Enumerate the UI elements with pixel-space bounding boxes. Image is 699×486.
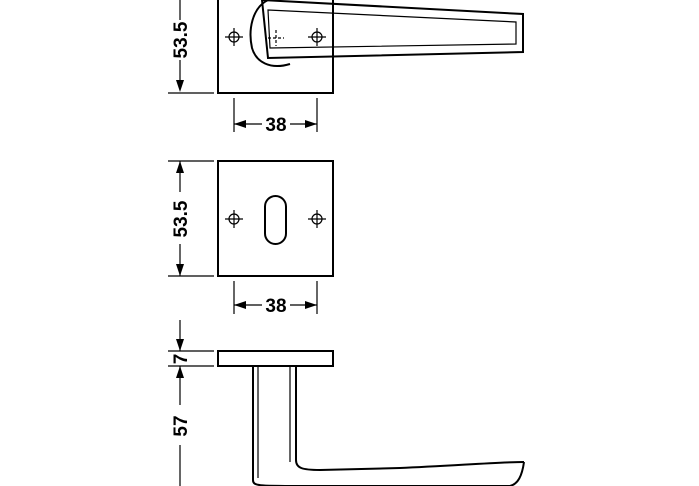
dimension-text-escutcheon-height: 53.5: [171, 200, 192, 237]
dimension-text-escutcheon-width: 38: [265, 296, 286, 317]
rose-side-profile: [217, 350, 334, 367]
dimension-rose-height: 53.5: [168, 0, 214, 94]
handle-side-view: [217, 350, 525, 486]
lever-outline: [260, 0, 524, 60]
dimension-handle-projection: 57: [171, 382, 192, 486]
dimension-text-rose-width: 38: [265, 115, 286, 136]
dimension-text-handle-projection: 57: [171, 415, 192, 436]
dimension-text-rose-thickness: 7: [171, 354, 192, 365]
dimension-escutcheon-height: 53.5: [168, 160, 214, 277]
rose-plate: [217, 0, 334, 94]
keyhole: [264, 195, 287, 245]
lever-inner-outline: [267, 9, 517, 49]
rose-boss: [249, 0, 291, 67]
screw-marker-left: [225, 210, 243, 228]
screw-marker-center: [268, 30, 284, 46]
dimension-escutcheon-width: 38: [233, 281, 318, 317]
escutcheon-plate: [217, 160, 334, 277]
lever-neck-outer: [252, 366, 525, 486]
escutcheon-front-view: [217, 160, 334, 277]
screw-marker-left: [225, 28, 243, 46]
lever-neck-inner: [295, 366, 525, 472]
screw-marker-right: [308, 28, 326, 46]
screw-marker-right: [308, 210, 326, 228]
dimension-rose-thickness: 7: [168, 320, 214, 382]
dimension-text-rose-height: 53.5: [171, 21, 192, 58]
dimension-rose-width: 38: [233, 98, 318, 136]
lever-rose-front-view: [217, 0, 524, 94]
